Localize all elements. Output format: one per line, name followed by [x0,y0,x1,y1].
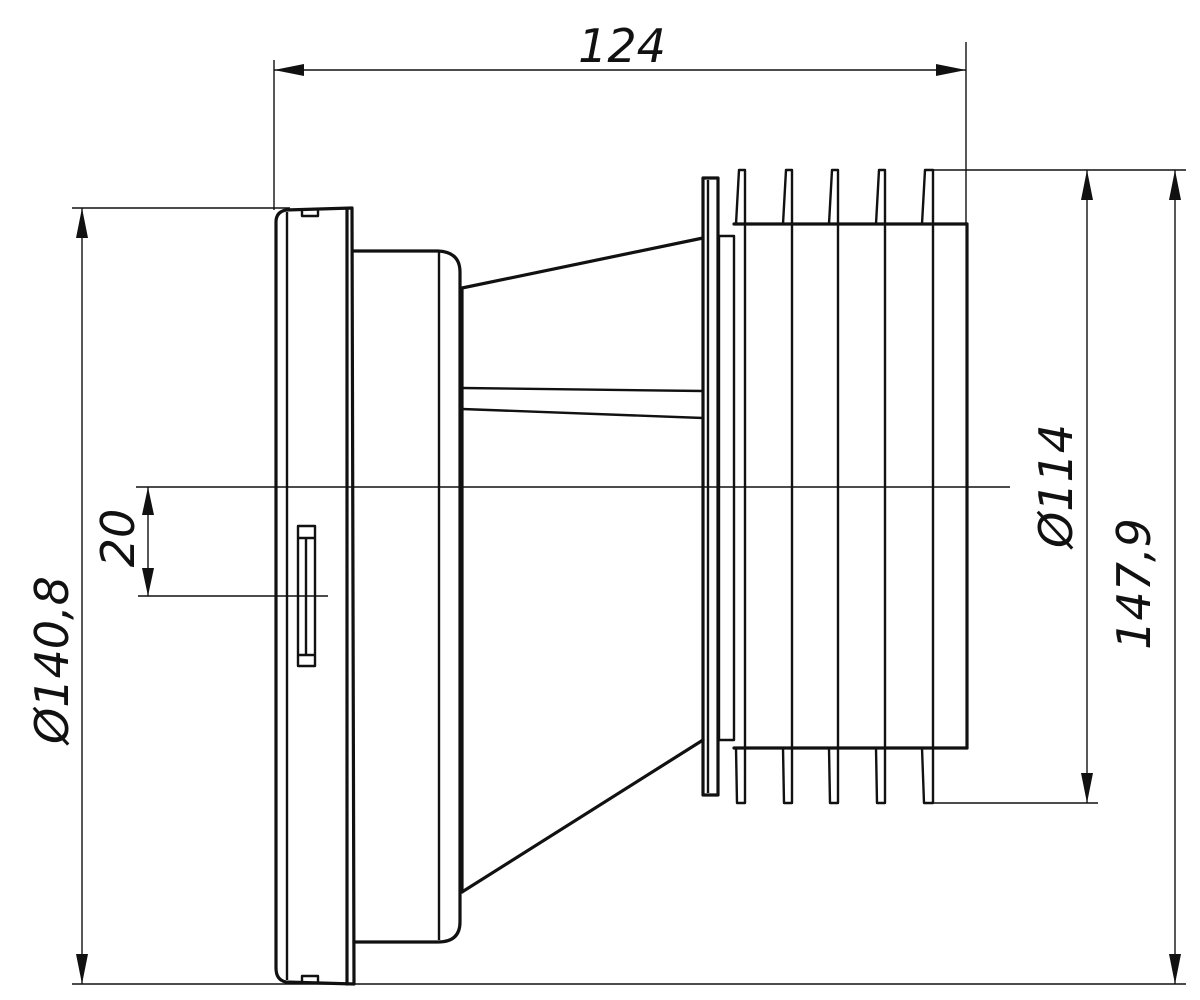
hub [352,249,462,944]
conical-body [460,236,705,894]
dimension-overall-length: 124 [273,19,967,224]
dimension-label-flange-diameter: Ø140,8 [25,576,79,746]
dimension-ring-diameter: 147,9 [352,169,1186,985]
dimension-label-spigot-diameter: Ø114 [1029,424,1083,550]
dimension-label-length: 124 [578,19,666,73]
dimension-spigot-diameter: Ø114 [934,170,1098,804]
dimension-offset: 20 [91,487,328,597]
dimension-label-offset: 20 [91,509,145,568]
dimension-flange-diameter: Ø140,8 [25,207,352,985]
pipe-adapter-outline [136,168,1010,986]
dimension-label-ring-diameter: 147,9 [1107,518,1161,650]
